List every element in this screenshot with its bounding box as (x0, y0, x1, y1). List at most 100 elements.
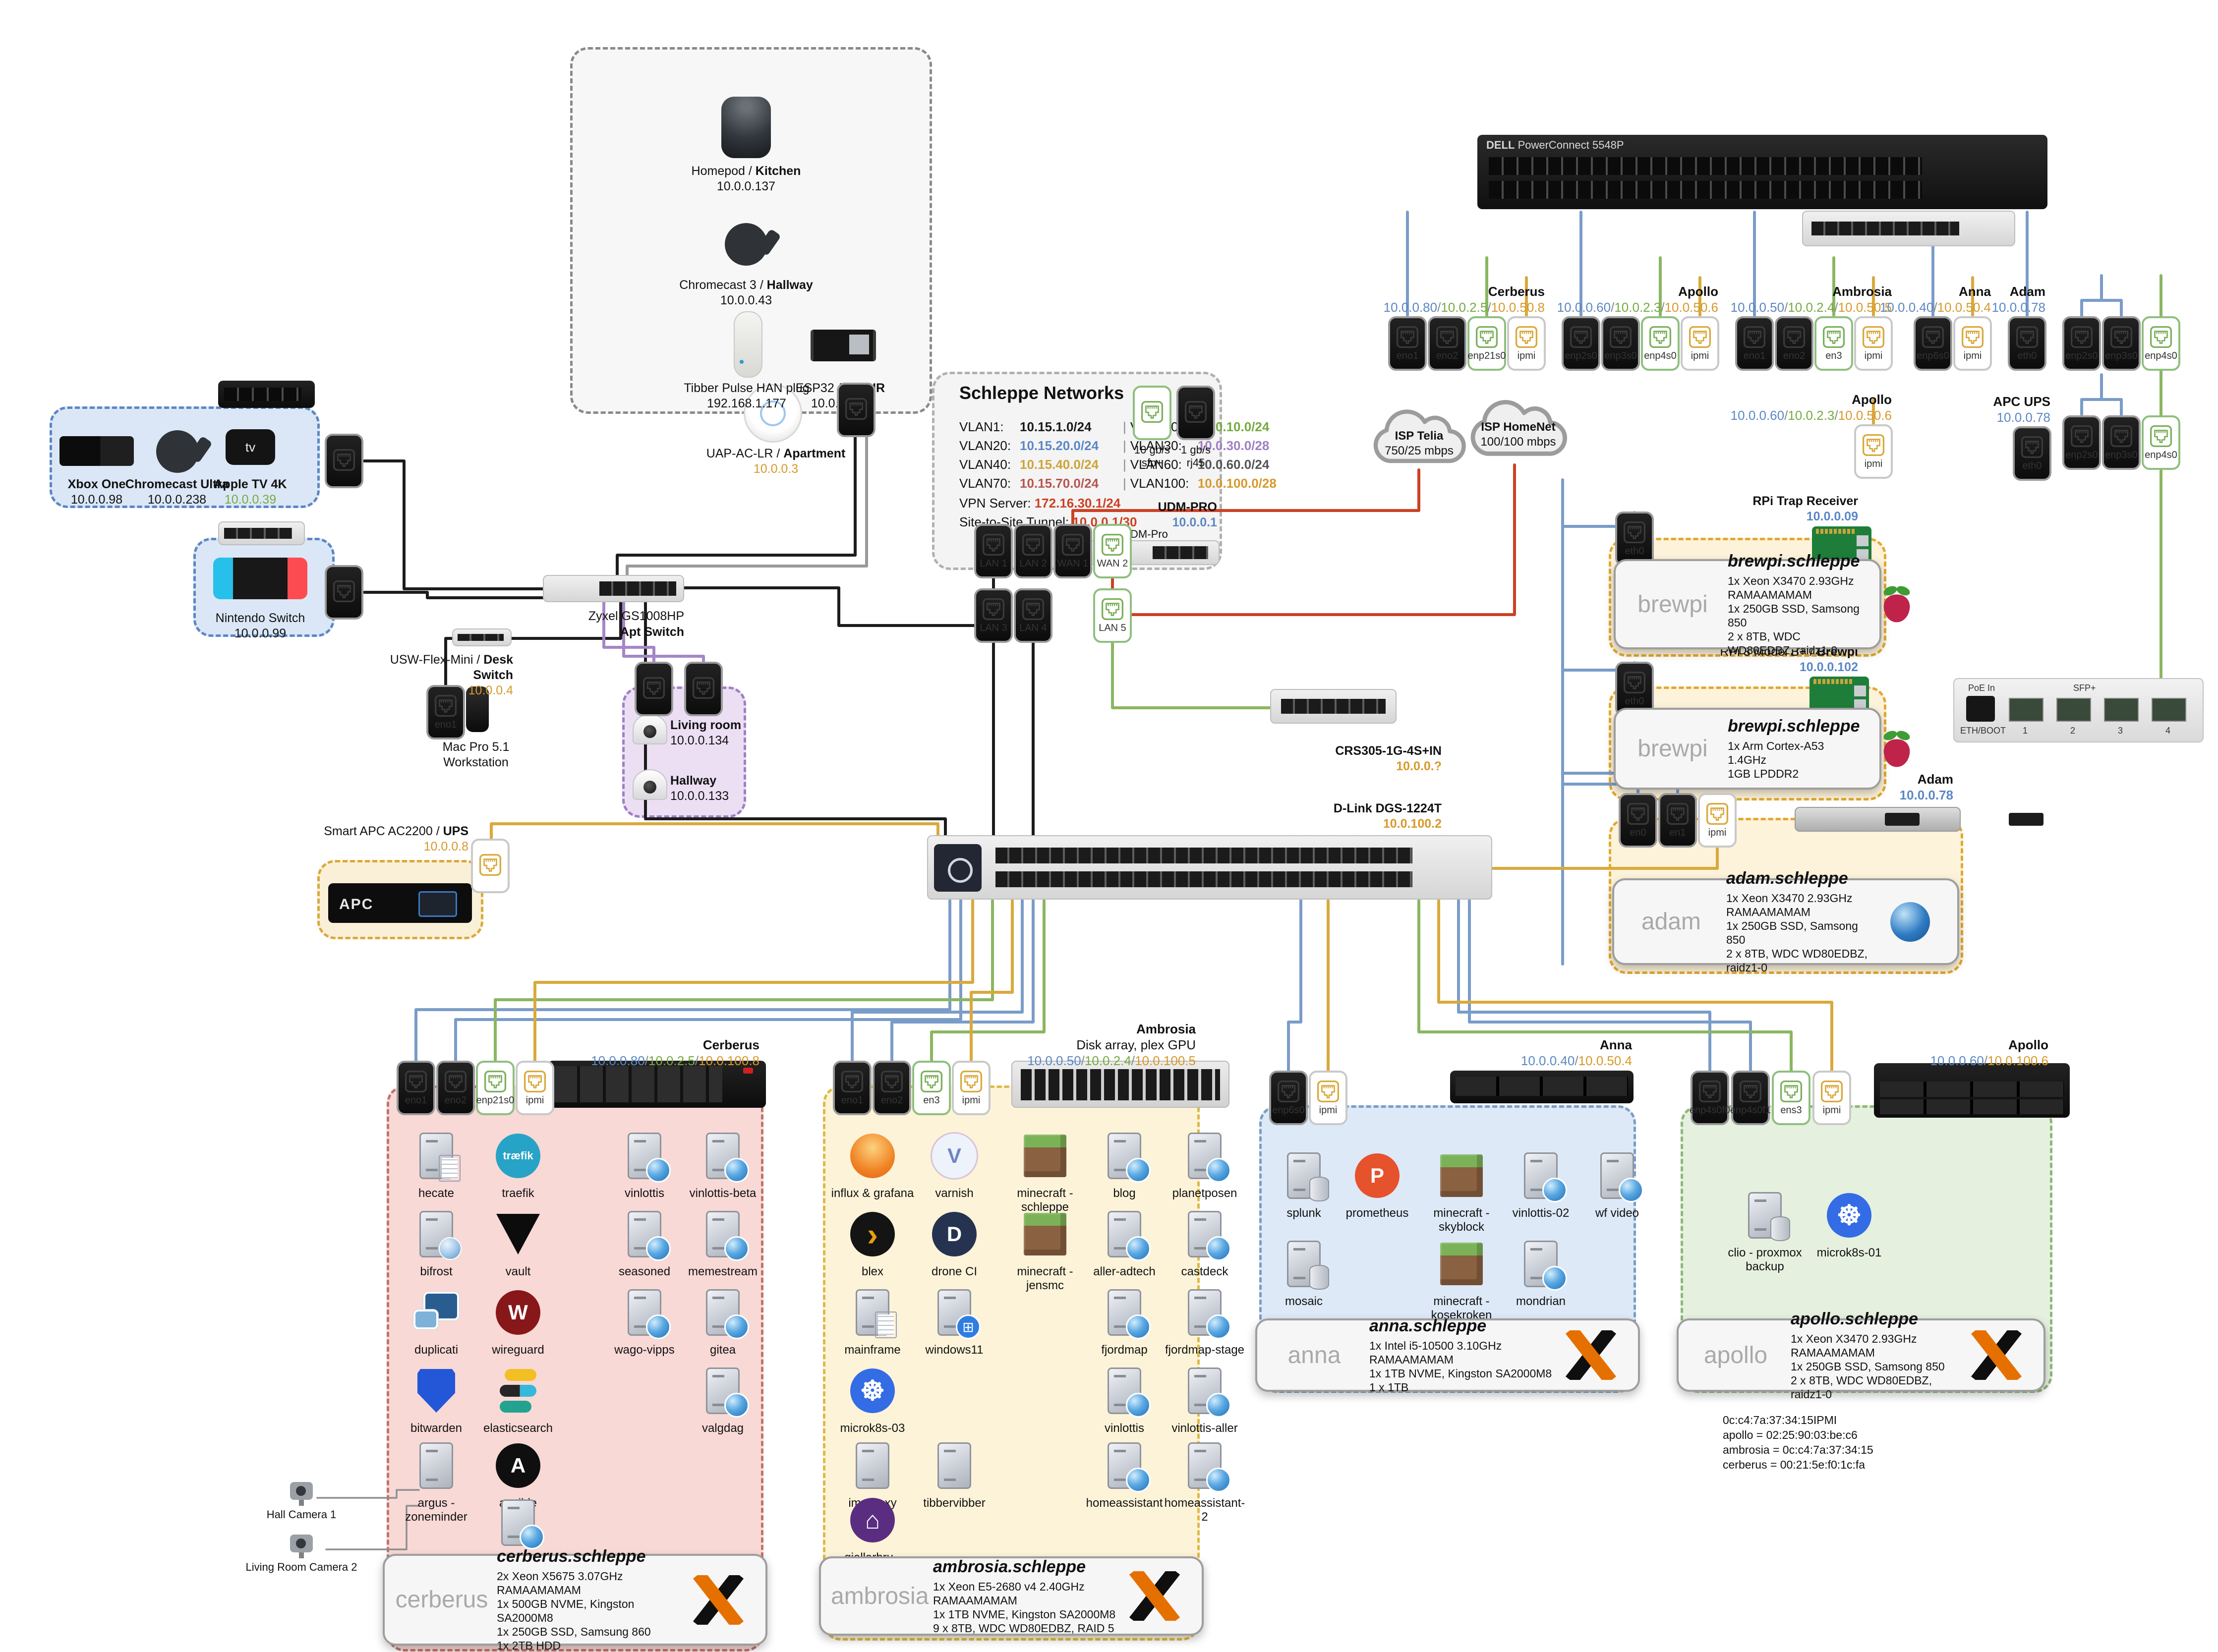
vm-mosaic: mosaic (1260, 1238, 1347, 1309)
ip-address: 10.0.2.5 (648, 1053, 695, 1068)
vm-label: minecraft - skyblock (1433, 1206, 1490, 1234)
xbox-one-icon (59, 436, 134, 466)
vm-mainframe: mainframe (829, 1287, 916, 1357)
host-fqdn: anna.schleppe (1369, 1316, 1487, 1335)
globe-badge-icon (724, 1393, 749, 1418)
living-media-port (325, 434, 363, 488)
right-group1-port-enp4s0: enp4s0 (2142, 316, 2180, 371)
chromecast-icon (725, 223, 767, 266)
globe-badge-icon (1126, 1468, 1151, 1492)
port-label: enp2s0 (2065, 350, 2098, 361)
host-short-name: adam (1641, 909, 1701, 935)
vm-aller-adtech: aller-adtech (1081, 1208, 1168, 1279)
vm-label: tibbervibber (923, 1496, 986, 1510)
globe-badge-icon (1542, 1178, 1567, 1202)
elasticsearch-icon (500, 1369, 536, 1413)
minecraft-icon (1440, 1243, 1483, 1285)
ansible-icon: A (496, 1443, 540, 1488)
camera-port-1 (635, 662, 673, 716)
ip-address: 10.0.0.78 (1996, 410, 2050, 425)
ip-address: 10.0.50.8 (1491, 300, 1545, 315)
ups-port (471, 839, 510, 893)
port-label: ipmi (962, 1094, 981, 1106)
vm-bitwarden: bitwarden (393, 1365, 480, 1435)
host-spec: 1x 250GB SSD, Samsong 850 (1791, 1360, 1945, 1373)
vm-minecraft-skyblock: minecraft - skyblock (1418, 1150, 1505, 1234)
k8s-icon: ☸ (1827, 1193, 1871, 1238)
cerberus-port-ipmi: ipmi (516, 1061, 554, 1115)
ip-address: 10.0.0.238 (147, 493, 207, 507)
vlan-row: VLAN70:10.15.70.0/24|VLAN100:10.0.100.0/… (959, 476, 1277, 491)
plex-icon: › (850, 1212, 895, 1256)
zyxel-label: Zyxel GS1008HP (588, 609, 684, 623)
host-spec: 1x Xeon E5-2680 v4 2.40GHz (933, 1580, 1085, 1593)
win-badge-icon: ⊞ (956, 1314, 981, 1339)
living-room-camera-2-label: Living Room Camera 2 (245, 1561, 357, 1573)
host-spec: 1x 250GB SSD, Samsung 860 (497, 1625, 651, 1638)
host-short-name: cerberus (395, 1587, 488, 1613)
vm-blog: blog (1081, 1130, 1168, 1200)
strip-apollo-port-enp3s0: enp3s0 (1601, 316, 1640, 371)
ip-address: 10.0.0.80 (1383, 300, 1438, 315)
vm-label: memestream (688, 1265, 758, 1278)
vm-label: seasoned (618, 1265, 671, 1278)
globe-badge-icon (646, 1314, 671, 1339)
host-spec: 1x 2TB HDD (497, 1639, 561, 1652)
vm-vinlottis-beta: vinlottis-beta (679, 1130, 766, 1200)
server-icon (1108, 1289, 1151, 1339)
vm-windows11: ⊞windows11 (911, 1287, 998, 1357)
vm-label: wago-vipps (614, 1343, 675, 1357)
host-spec: RAMAAMAMAM (1791, 1346, 1875, 1359)
vm-microk8s-01: ☸microk8s-01 (1806, 1190, 1893, 1260)
port-label: ipmi (1708, 827, 1727, 838)
strip-cerberus-port-ipmi: ipmi (1507, 316, 1546, 371)
proxmox-icon (1129, 1571, 1180, 1621)
host-spec: 1x Xeon X3470 2.93GHz (1726, 892, 1853, 905)
server-icon (1524, 1241, 1567, 1291)
ip-address: 10.0.0.43 (720, 293, 772, 307)
vault-icon (496, 1214, 540, 1254)
vm-label: vinlottis (624, 1187, 665, 1200)
minecraft-icon (1024, 1135, 1066, 1177)
globe-badge-icon (1126, 1236, 1151, 1261)
host-spec: 1GB LPDDR2 (1728, 767, 1799, 780)
server-icon (1108, 1442, 1151, 1492)
server-icon (1188, 1211, 1231, 1261)
cyl-badge-icon (1770, 1216, 1790, 1241)
ip-address: 10.0.0.8 (423, 840, 468, 854)
brewpi-a-port: eth0 (1615, 512, 1654, 566)
host-short-name: brewpi (1637, 736, 1708, 762)
host-spec: 1x Xeon X3470 2.93GHz (1728, 574, 1854, 587)
legend-port-dark (1176, 386, 1215, 440)
globe-badge-icon (1619, 1178, 1643, 1202)
bedroom-media-port (325, 565, 363, 620)
port-label: enp4s0f0 (1689, 1104, 1731, 1116)
port-label: enp2s0 (1565, 350, 1597, 361)
port-label: WAN 1 (1057, 558, 1089, 569)
port-label: LAN 3 (980, 622, 1007, 633)
ip-address: 10.0.0.134 (670, 734, 729, 747)
anna-port-enp6s0: enp6s0 (1269, 1071, 1308, 1125)
vm-label: homeassistant (1086, 1496, 1163, 1510)
ip-address: 10.0.0.60 (1930, 1053, 1984, 1068)
apollo-port-enp4s0f1: enp4s0f1 (1730, 1071, 1771, 1125)
vm-bifrost: bifrost (393, 1208, 480, 1279)
port-label: ipmi (1319, 1104, 1338, 1116)
ip-address: 10.0.0.50 (1730, 300, 1785, 315)
apollo-port-ens3: ens3 (1772, 1071, 1810, 1125)
ambrosia-port-ipmi: ipmi (952, 1061, 991, 1115)
vm-label: minecraft - schleppe (1017, 1187, 1073, 1214)
globe-badge-icon (724, 1158, 749, 1183)
apollo-port-enp4s0f0: enp4s0f0 (1689, 1071, 1731, 1125)
apollo-ipmi-strip-port-ipmi: ipmi (1854, 424, 1893, 479)
dome-camera-icon (633, 714, 667, 744)
